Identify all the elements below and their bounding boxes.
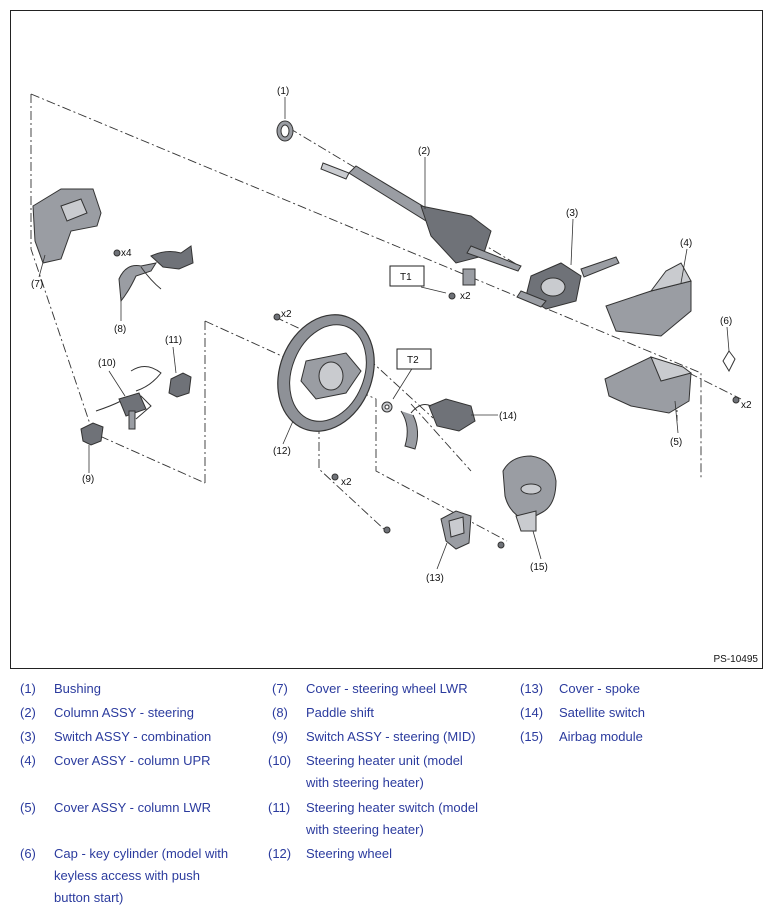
callout-1: (1) [277,86,289,97]
paddle-shift-part [118,245,194,303]
callout-15: (15) [530,562,548,573]
callout-4: (4) [680,238,692,249]
legend-text-line3: button start) [54,890,124,905]
legend-number: (2) [20,705,36,720]
legend-item: (11) Steering heater switch (model with … [268,797,517,841]
callout-2: (2) [418,146,430,157]
legend-text-line2: keyless access with push [54,868,200,883]
legend-number: (5) [20,800,36,815]
torque-box-t2: T2 [396,348,432,370]
legend-item: (6) Cap - key cylinder (model with keyle… [20,843,270,909]
legend-number: (13) [520,681,544,696]
legend-text: Column ASSY - steering [54,705,194,720]
callout-12: (12) [273,446,291,457]
torque-label-t2: T2 [407,355,419,366]
callout-11: (11) [165,335,182,346]
quantity-marks: x4 x2 x2 x2 x2 [121,248,752,488]
legend-text: Cover - spoke [559,681,640,696]
legend-text: Switch ASSY - steering (MID) [306,729,476,744]
qty-column-bolts: x2 [460,291,471,302]
legend-number: (15) [520,729,544,744]
callout-6: (6) [720,316,732,327]
legend-text: Paddle shift [306,705,374,720]
legend-text: Satellite switch [559,705,645,720]
steering-heater-switch-part [168,372,192,398]
legend-number: (9) [272,729,288,744]
legend-text: Steering heater switch (model [306,800,478,815]
qty-cover-screws: x2 [741,400,752,411]
exploded-view-diagram: (1) (2) (3) (4) (5) (6) (7) (8) (9) (10)… [30,86,752,584]
callout-3: (3) [566,208,578,219]
airbag-module-part [502,455,557,532]
legend-number: (12) [268,846,292,861]
legend-text: Bushing [54,681,101,696]
column-lower-cover-part [604,356,693,414]
callout-labels: (1) (2) (3) (4) (5) (6) (7) (8) (9) (10)… [31,86,732,584]
spoke-cover-part [440,510,472,550]
legend-text: Steering wheel [306,846,392,861]
legend-number: (14) [520,705,544,720]
callout-9: (9) [82,474,94,485]
torque-box-t1: T1 [389,265,425,287]
diagram-frame: (1) (2) (3) (4) (5) (6) (7) (8) (9) (10)… [10,10,763,669]
torque-label-t1: T1 [400,272,412,283]
qty-wheel-bolts: x2 [281,309,292,320]
combination-switch-part [516,256,620,310]
legend-text: Cover ASSY - column UPR [54,753,211,768]
legend-text-line2: with steering heater) [306,775,424,790]
bushing-part [276,120,294,142]
column-upper-cover-part [605,262,692,337]
legend-number: (7) [272,681,288,696]
callout-10: (10) [98,358,116,369]
legend-text: Airbag module [559,729,643,744]
legend-item: (10) Steering heater unit (model with st… [268,750,517,794]
fasteners [113,249,740,549]
steering-column-part [320,162,522,286]
legend-number: (11) [268,800,291,815]
legend-text: Cover ASSY - column LWR [54,800,212,815]
legend-number: (6) [20,846,36,861]
callout-13: (13) [426,573,444,584]
qty-paddle-screws: x4 [121,248,132,259]
legend-number: (4) [20,753,36,768]
legend-number: (10) [268,753,292,768]
qty-spoke-screws: x2 [341,477,352,488]
steering-switch-mid-part [80,422,104,446]
steering-wheel-lower-cover-part [32,188,102,264]
satellite-switch-part [400,398,476,450]
legend-number: (8) [272,705,288,720]
legend-text: Cap - key cylinder (model with [54,846,229,861]
figure-id: PS-10495 [713,654,758,665]
key-cylinder-cap-part [722,350,736,373]
legend-text: Switch ASSY - combination [54,729,212,744]
legend-number: (1) [20,681,36,696]
legend-text-line2: with steering heater) [306,822,424,837]
steering-heater-unit-part [95,366,162,430]
callout-14: (14) [499,411,517,422]
steering-wheel-part [277,314,375,432]
legend-number: (3) [20,729,36,744]
callout-8: (8) [114,324,126,335]
callout-5: (5) [670,437,682,448]
callout-7: (7) [31,279,43,290]
legend-text: Steering heater unit (model [306,753,463,768]
leader-lines [38,97,730,570]
legend-text: Cover - steering wheel LWR [306,681,468,696]
